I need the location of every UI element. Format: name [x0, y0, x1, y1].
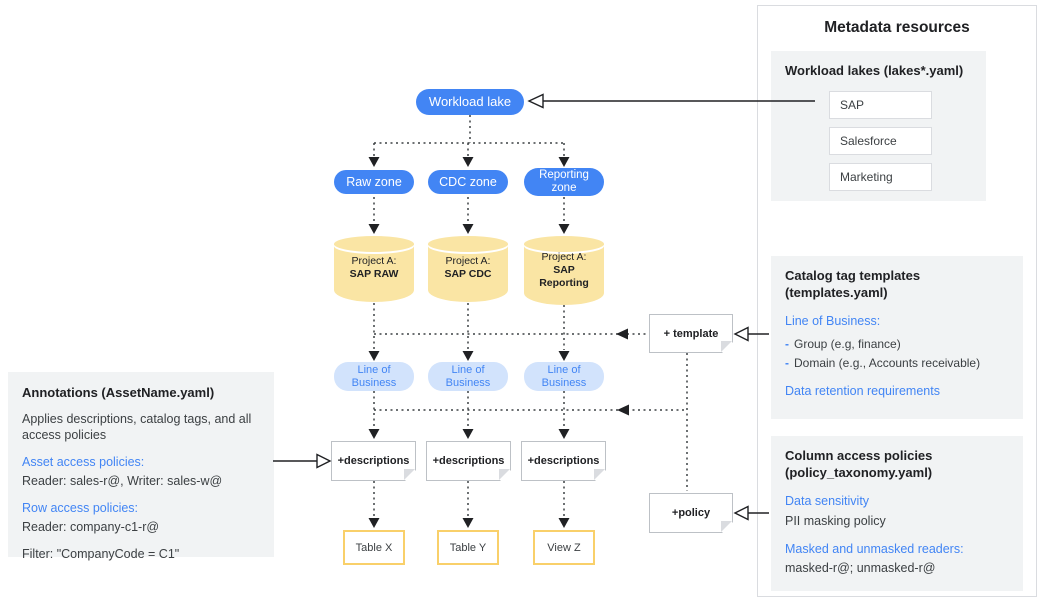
metadata-resources-panel: Metadata resources Workload lakes (lakes…	[757, 5, 1037, 597]
list-item: Domain (e.g., Accounts receivable)	[785, 355, 1009, 371]
raw-zone-node: Raw zone	[334, 170, 414, 194]
column-policies-title: Column access policies (policy_taxonomy.…	[785, 448, 933, 480]
arrowhead-down	[368, 518, 380, 528]
data-sensitivity-value: PII masking policy	[785, 513, 886, 528]
arrowhead-down	[368, 351, 380, 361]
descriptions-note: +descriptions	[521, 441, 606, 481]
arrowhead-down	[462, 351, 474, 361]
row-access-heading: Row access policies:	[22, 501, 139, 516]
arrowhead-down	[558, 429, 570, 439]
arrowhead-down	[462, 157, 474, 167]
project-sap-reporting-cylinder: Project A: SAP Reporting	[524, 236, 604, 305]
arrowhead-left	[617, 404, 629, 416]
list-item: Group (e.g, finance)	[785, 336, 1009, 352]
lake-item-sap: SAP	[829, 90, 932, 119]
view-z-node: View Z	[533, 530, 595, 565]
data-sensitivity-heading: Data sensitivity	[785, 493, 870, 508]
project-line1: Project A:	[445, 255, 491, 267]
workload-lake-node: Workload lake	[416, 89, 524, 115]
open-arrowhead-right	[316, 453, 332, 469]
arrowhead-down	[368, 157, 380, 167]
project-line1: Project A:	[351, 255, 397, 267]
column-policies-section: Column access policies (policy_taxonomy.…	[771, 436, 1023, 591]
arrowhead-down	[462, 429, 474, 439]
line-of-business-node: Line of Business	[428, 362, 508, 391]
cylinder-body	[334, 244, 414, 302]
line-of-business-node: Line of Business	[524, 362, 604, 391]
workload-lakes-section: Workload lakes (lakes*.yaml) SAP Salesfo…	[771, 51, 986, 201]
annotations-title: Annotations (AssetName.yaml)	[22, 385, 215, 400]
cdc-zone-node: CDC zone	[428, 170, 508, 194]
arrowhead-down	[462, 518, 474, 528]
descriptions-note: +descriptions	[331, 441, 416, 481]
lake-item-marketing: Marketing	[829, 162, 932, 191]
policy-note: +policy	[649, 493, 733, 533]
table-x-node: Table X	[343, 530, 405, 565]
arrowhead-down	[368, 224, 380, 234]
project-line2: SAP RAW	[349, 268, 399, 281]
project-line1: Project A:	[541, 251, 587, 263]
project-sap-raw-cylinder: Project A: SAP RAW	[334, 236, 414, 302]
arrowhead-down	[368, 429, 380, 439]
line-of-business-node: Line of Business	[334, 362, 414, 391]
cylinder-body	[428, 244, 508, 302]
cylinder-top	[524, 236, 604, 252]
masked-readers-heading: Masked and unmasked readers:	[785, 541, 964, 556]
asset-access-heading: Asset access policies:	[22, 455, 145, 470]
open-arrowhead-left	[733, 326, 749, 342]
template-note: + template	[649, 314, 733, 353]
row-access-value: Reader: company-c1-r@	[22, 519, 160, 534]
project-line2: SAP Reporting	[539, 264, 589, 290]
cylinder-top	[428, 236, 508, 252]
catalog-templates-title: Catalog tag templates (templates.yaml)	[785, 268, 921, 300]
lob-heading: Line of Business:	[785, 313, 881, 328]
cylinder-top	[334, 236, 414, 252]
project-line2: SAP CDC	[444, 268, 492, 281]
descriptions-note: +descriptions	[426, 441, 511, 481]
arrowhead-down	[558, 224, 570, 234]
arrowhead-left	[616, 328, 628, 340]
annotations-description: Applies descriptions, catalog tags, and …	[22, 411, 252, 443]
open-arrowhead-left	[527, 93, 544, 109]
workload-lakes-title: Workload lakes (lakes*.yaml)	[785, 63, 964, 78]
reporting-zone-node: Reporting zone	[524, 168, 604, 196]
cylinder-body	[524, 244, 604, 305]
arrowhead-down	[558, 518, 570, 528]
lake-item-salesforce: Salesforce	[829, 126, 932, 155]
arrowhead-down	[558, 157, 570, 167]
arrowhead-down	[462, 224, 474, 234]
catalog-templates-section: Catalog tag templates (templates.yaml) L…	[771, 256, 1023, 419]
filter-value: Filter: "CompanyCode = C1"	[22, 546, 180, 561]
metadata-resources-title: Metadata resources	[824, 19, 970, 36]
masked-readers-value: masked-r@; unmasked-r@	[785, 561, 936, 576]
arrowhead-down	[558, 351, 570, 361]
open-arrowhead-left	[733, 505, 749, 521]
project-sap-cdc-cylinder: Project A: SAP CDC	[428, 236, 508, 302]
asset-access-value: Reader: sales-r@, Writer: sales-w@	[22, 474, 223, 489]
annotations-panel: Annotations (AssetName.yaml) Applies des…	[8, 372, 274, 561]
table-y-node: Table Y	[437, 530, 499, 565]
data-retention-heading: Data retention requirements	[785, 384, 940, 399]
